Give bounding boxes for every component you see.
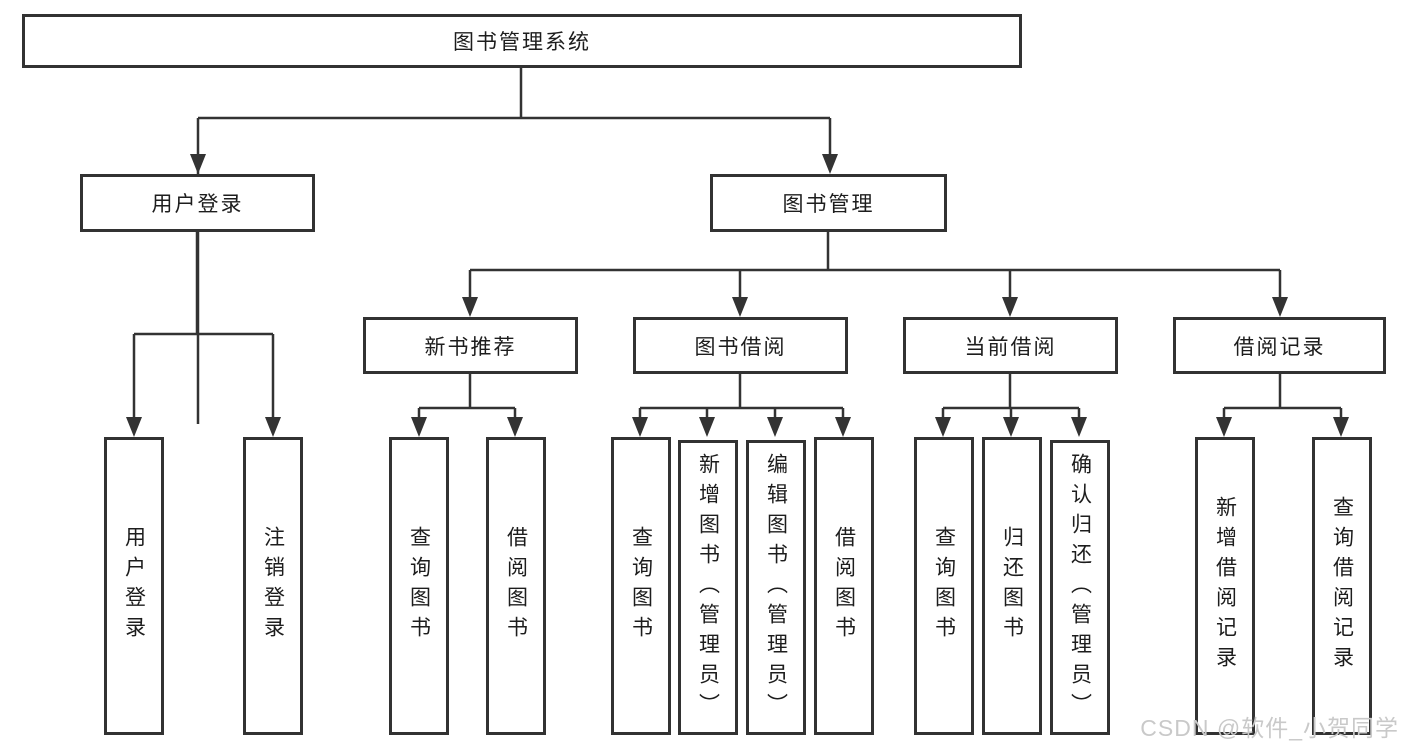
node-borrow-records: 借阅记录 — [1173, 317, 1386, 374]
leaf-return-books: 归还图书 — [982, 437, 1042, 735]
leaf-edit-books-admin: 编辑图书（管理员） — [746, 440, 806, 735]
leaf-add-borrow-record: 新增借阅记录 — [1195, 437, 1255, 735]
node-book-management: 图书管理 — [710, 174, 947, 232]
node-user-login: 用户登录 — [80, 174, 315, 232]
leaf-query-borrow-record: 查询借阅记录 — [1312, 437, 1372, 735]
leaf-logout-login: 注销登录 — [243, 437, 303, 735]
node-library-management-system: 图书管理系统 — [22, 14, 1022, 68]
leaf-borrow-books: 借阅图书 — [814, 437, 874, 735]
leaf-user-login: 用户登录 — [104, 437, 164, 735]
leaf-query-books-borrow: 查询图书 — [611, 437, 671, 735]
node-book-borrow: 图书借阅 — [633, 317, 848, 374]
leaf-borrow-books-recommend: 借阅图书 — [486, 437, 546, 735]
leaf-add-books-admin: 新增图书（管理员） — [678, 440, 738, 735]
leaf-confirm-return-admin: 确认归还（管理员） — [1050, 440, 1110, 735]
leaf-query-books-recommend: 查询图书 — [389, 437, 449, 735]
node-current-borrow: 当前借阅 — [903, 317, 1118, 374]
node-new-book-recommend: 新书推荐 — [363, 317, 578, 374]
csdn-watermark: CSDN @软件_小贺同学 — [1140, 715, 1399, 741]
leaf-query-books-current: 查询图书 — [914, 437, 974, 735]
